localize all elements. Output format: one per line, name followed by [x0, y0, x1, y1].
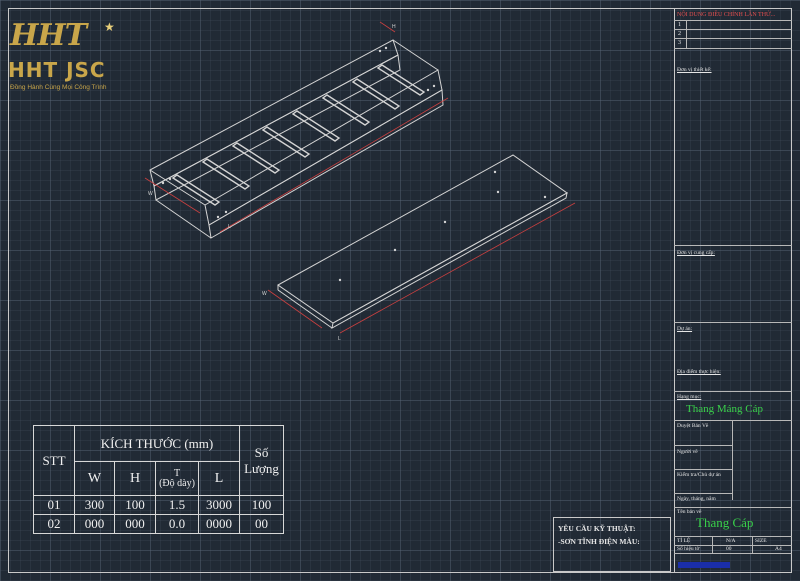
- logo-name: HHT JSC: [8, 58, 106, 82]
- drawing-name-label: Tên bản vẽ: [677, 509, 702, 515]
- dim-label-tray-l: L: [338, 336, 341, 342]
- header-h: H: [114, 461, 156, 496]
- cable-ladder-drawing: [144, 21, 449, 239]
- item-value: Thang Máng Cáp: [686, 403, 763, 415]
- dim-label-tray-w: W: [262, 291, 267, 297]
- table-row: 01 300 100 1.5 3000 100: [33, 495, 284, 515]
- location-label: Địa điểm thực hiện:: [677, 369, 721, 375]
- size-value: A4: [775, 546, 782, 552]
- logo-tagline: Đồng Hành Cùng Mọi Công Trình: [10, 84, 107, 91]
- sheet-value: 00: [726, 546, 732, 552]
- title-block: [674, 9, 792, 572]
- owner-unit-label: Đơn vị cung cấp:: [677, 250, 715, 256]
- header-quantity: Số Lượng: [239, 425, 284, 496]
- dimension-table: STT KÍCH THƯỚC (mm) Số Lượng W H T (Độ d…: [33, 425, 284, 534]
- approved-label: Duyệt Bản Vẽ: [677, 423, 709, 429]
- drawing-name: Thang Cáp: [696, 515, 754, 530]
- item-label: Hạng mục:: [677, 394, 702, 400]
- table-row: 02 000 000 0.0 0000 00: [33, 514, 284, 534]
- title-block-stripe: [678, 562, 730, 568]
- dim-label-w: W: [148, 191, 153, 197]
- requirements-paint: -SƠN TĨNH ĐIỆN MÀU:: [558, 537, 640, 546]
- dim-label-h: H: [392, 24, 396, 30]
- header-w: W: [74, 461, 115, 496]
- logo-mark: HHT: [10, 18, 87, 53]
- header-l: L: [198, 461, 240, 496]
- header-dimension: KÍCH THƯỚC (mm): [74, 425, 240, 462]
- size-label: SIZE: [755, 538, 767, 544]
- star-icon: ★: [104, 20, 115, 34]
- dim-label-l: L: [228, 224, 231, 230]
- drawing-frame: [8, 8, 792, 573]
- checked-by-label: Kiểm tra/Chủ dự án: [677, 472, 721, 478]
- requirements-title: YÊU CẦU KỸ THUẬT:: [558, 524, 636, 533]
- company-logo: HHT ★ HHT JSC Đồng Hành Cùng Mọi Công Tr…: [8, 18, 128, 98]
- cable-tray-drawing: [267, 154, 576, 334]
- design-unit-label: Đơn vị thiết kế:: [677, 67, 712, 73]
- project-label: Dự án:: [677, 326, 693, 332]
- drawn-by-label: Người vẽ: [677, 449, 698, 455]
- sheet-label: Số hiệu tờ: [677, 546, 700, 552]
- header-t: T (Độ dày): [155, 461, 199, 496]
- revision-header: NỘI DUNG ĐIỀU CHỈNH LẦN THỨ...: [677, 12, 776, 18]
- header-stt: STT: [33, 425, 75, 496]
- scale-label: TỈ LỆ: [677, 538, 691, 544]
- date-label: Ngày, tháng, năm: [677, 496, 716, 502]
- scale-value: N/A: [726, 538, 736, 544]
- technical-requirements: YÊU CẦU KỸ THUẬT: -SƠN TĨNH ĐIỆN MÀU:: [553, 517, 671, 572]
